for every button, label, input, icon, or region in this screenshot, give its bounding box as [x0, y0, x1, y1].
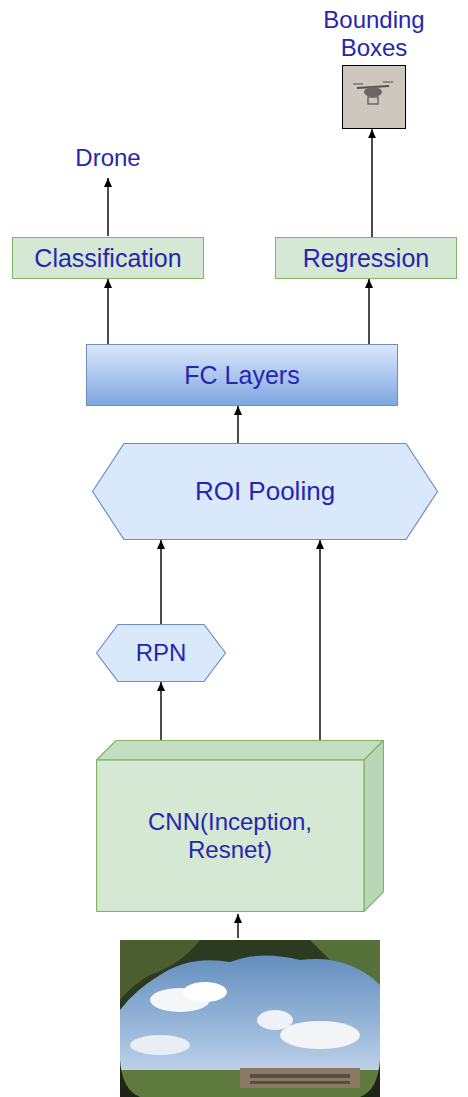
input-arrow	[237, 914, 238, 938]
node-label: Regression	[303, 244, 429, 273]
node-label: RPN	[136, 639, 187, 667]
node-label: Classification	[34, 244, 181, 273]
connector-arrow	[319, 540, 320, 740]
hexagon-outline	[97, 625, 226, 682]
connector-arrow	[368, 279, 369, 344]
leader-arrow	[107, 178, 108, 236]
output-label: Drone	[30, 144, 186, 172]
node-label: CNN(Inception, Resnet)	[135, 808, 325, 863]
connector-arrow	[160, 540, 161, 624]
connector-arrow	[107, 279, 108, 344]
bbox-image	[342, 65, 406, 129]
image-node: Bounding Boxes	[318, 6, 430, 129]
drone-picture	[343, 66, 405, 128]
cube-box: CNN(Inception, Resnet)	[96, 740, 384, 912]
hexagon-box: ROI Pooling	[92, 443, 438, 540]
node-label: FC Layers	[184, 361, 299, 390]
connector-arrow	[371, 129, 372, 237]
hexagon-outline	[93, 444, 438, 540]
process-box: Classification	[12, 237, 204, 279]
cube-outline	[97, 741, 384, 912]
hexagon-box: RPN	[96, 624, 226, 682]
process-box: FC Layers	[86, 344, 398, 406]
node-label: ROI Pooling	[195, 477, 335, 507]
image-heading: Bounding Boxes	[318, 6, 430, 61]
connector-arrow	[160, 682, 161, 740]
connector-arrow	[237, 406, 238, 443]
process-box: Regression	[275, 237, 457, 279]
input-photo	[120, 940, 380, 1097]
